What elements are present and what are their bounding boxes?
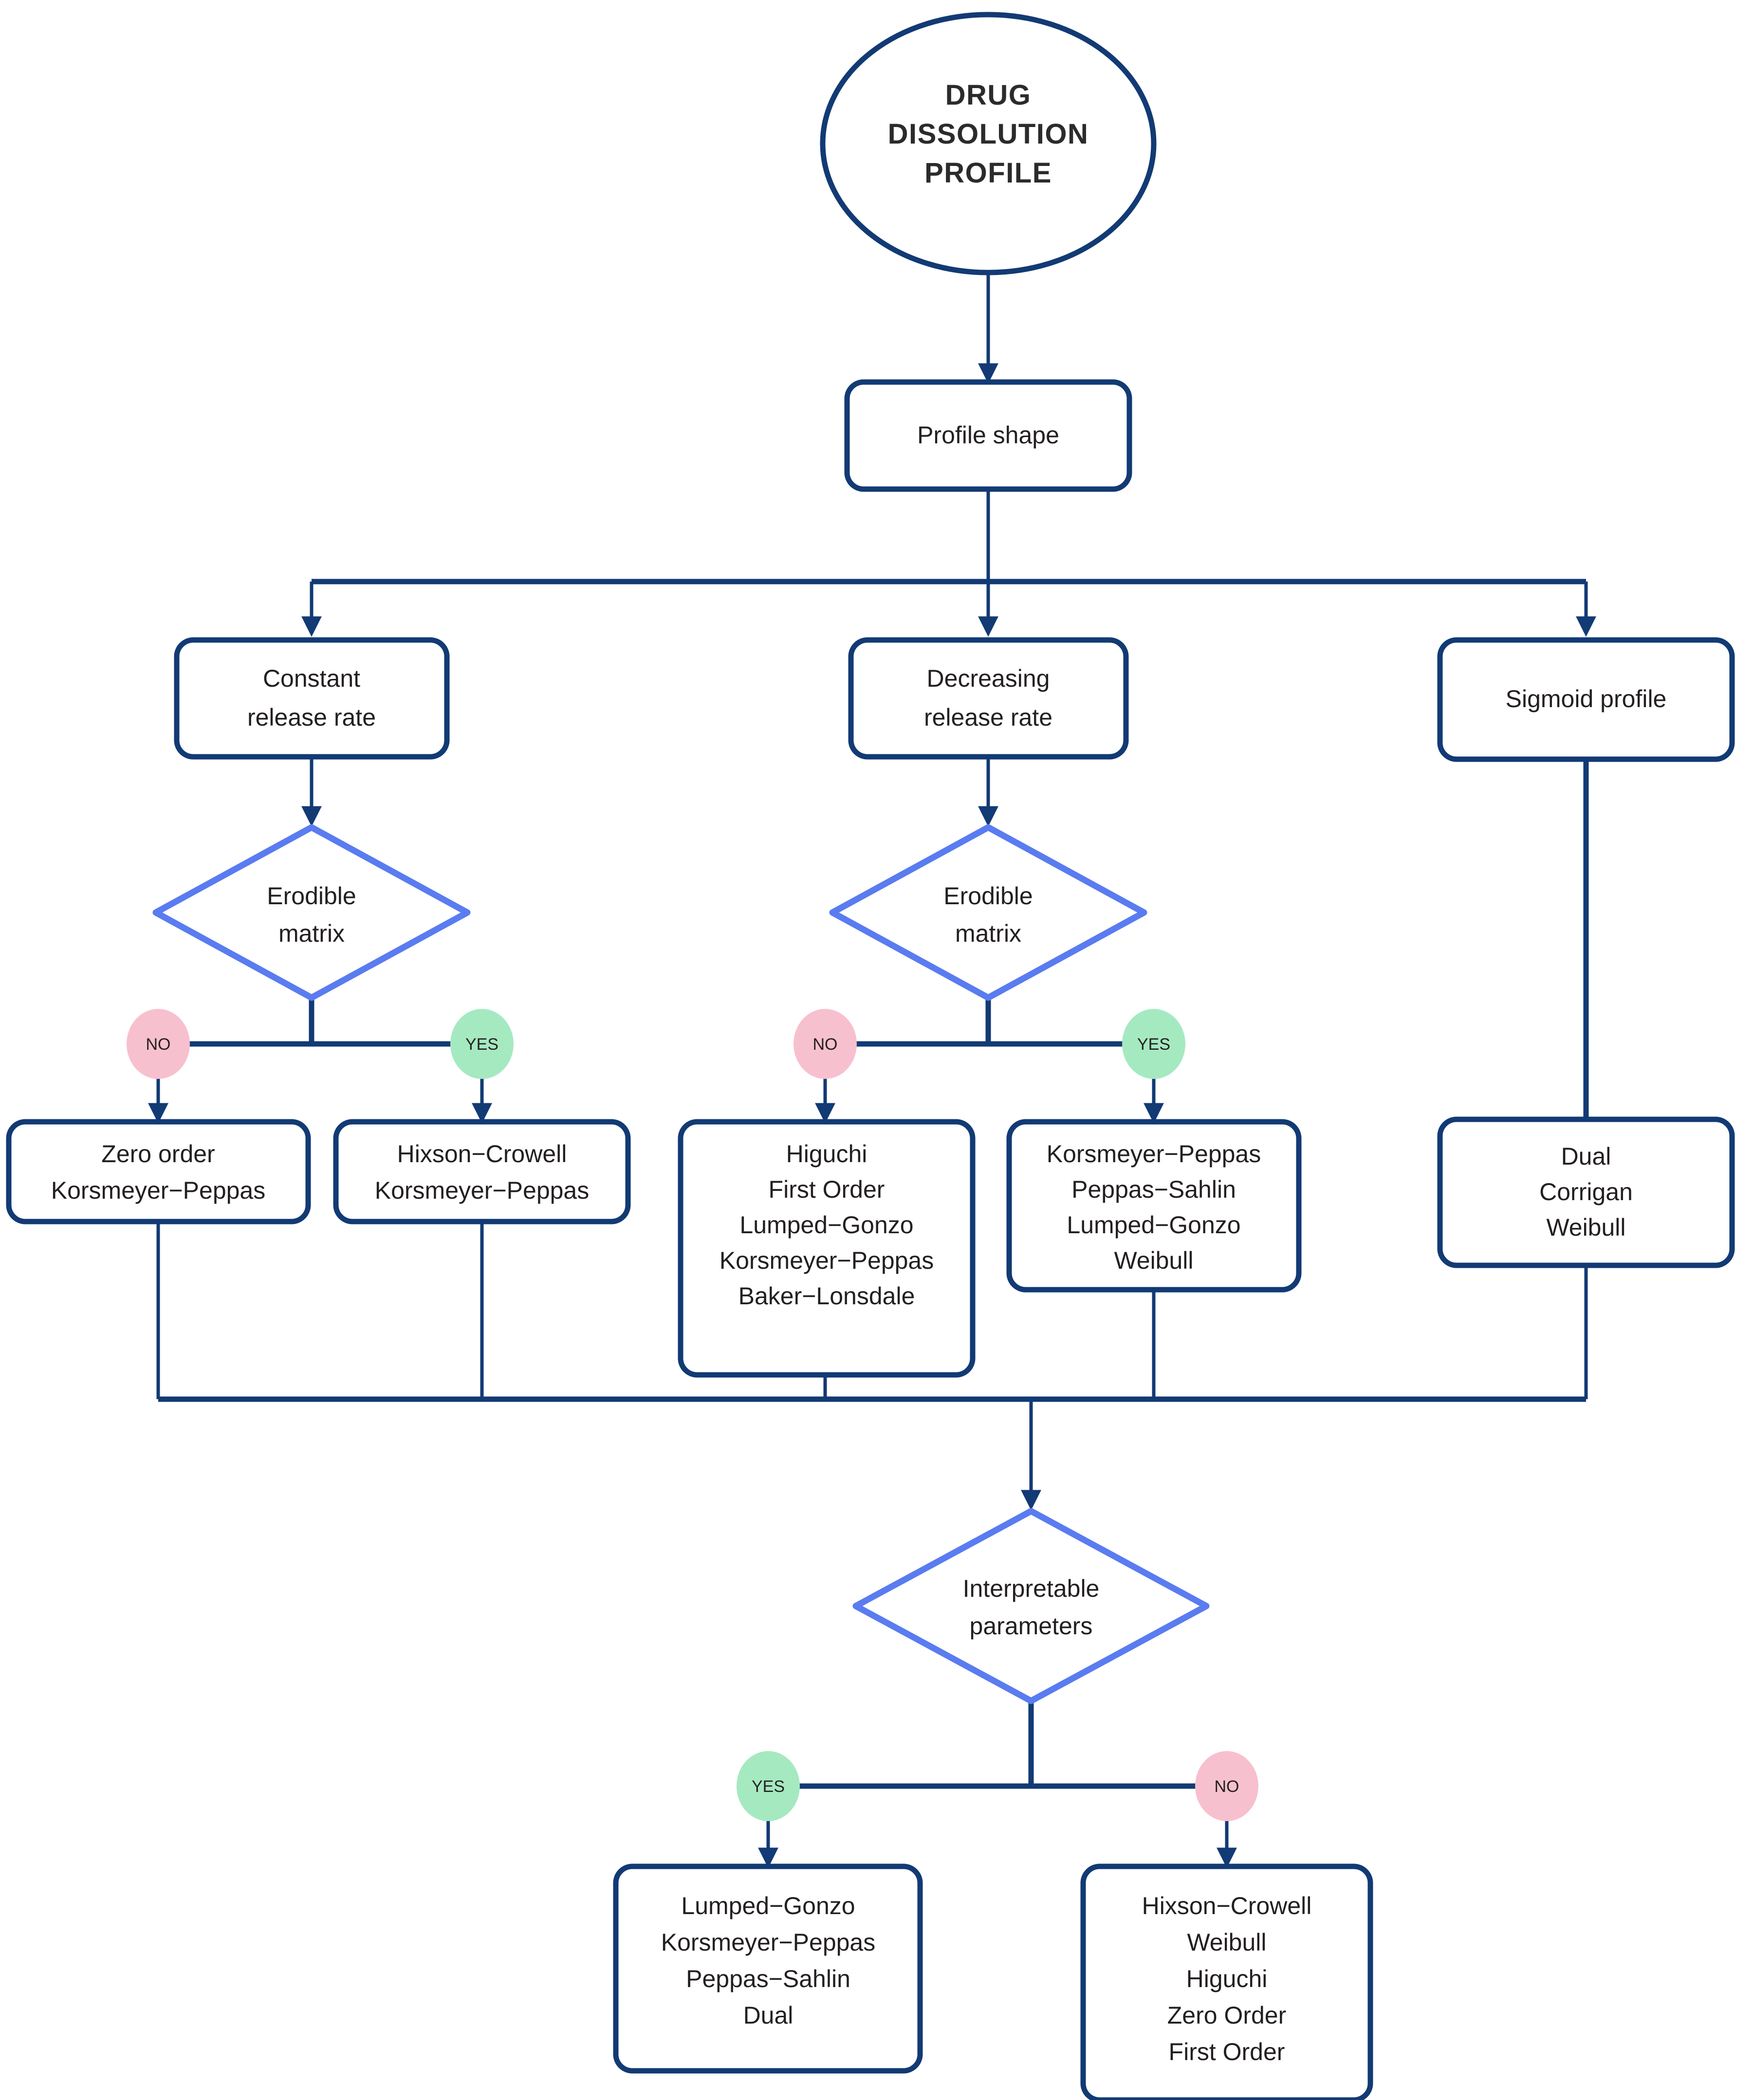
outcome-decreasing-no[interactable]: Higuchi First Order Lumped−Gonzo Korsmey… bbox=[678, 1119, 976, 1378]
outcome-interpretable-no-model-5: First Order bbox=[1169, 2038, 1285, 2065]
outcome-interpretable-yes-model-2: Korsmeyer−Peppas bbox=[661, 1929, 876, 1956]
badge-no-mid[interactable]: NO bbox=[793, 1009, 857, 1079]
decision-erodible-matrix-left[interactable]: Erodible matrix bbox=[152, 824, 471, 1001]
outcome-constant-no-model-2: Korsmeyer−Peppas bbox=[51, 1177, 266, 1204]
outcome-interpretable-yes-model-1: Lumped−Gonzo bbox=[681, 1892, 855, 1919]
outcome-decreasing-yes-model-2: Peppas−Sahlin bbox=[1071, 1176, 1236, 1203]
badge-yes-left[interactable]: YES bbox=[450, 1009, 514, 1079]
decision-mid-line-2: matrix bbox=[955, 920, 1021, 947]
outcome-sigmoid-model-2: Corrigan bbox=[1539, 1178, 1633, 1205]
outcome-interpretable-no[interactable]: Hixson−Crowell Weibull Higuchi Zero Orde… bbox=[1080, 1863, 1373, 2100]
outcome-interpretable-yes-model-4: Dual bbox=[743, 2002, 793, 2029]
badge-no-mid-label: NO bbox=[813, 1035, 838, 1054]
node-sigmoid-profile[interactable]: Sigmoid profile bbox=[1437, 637, 1735, 762]
outcome-decreasing-yes-model-1: Korsmeyer−Peppas bbox=[1047, 1140, 1261, 1168]
outcome-decreasing-no-model-4: Korsmeyer−Peppas bbox=[720, 1247, 934, 1274]
outcome-decreasing-no-model-1: Higuchi bbox=[786, 1140, 867, 1168]
badge-no-left[interactable]: NO bbox=[127, 1009, 190, 1079]
outcome-sigmoid-model-3: Weibull bbox=[1546, 1214, 1625, 1241]
badge-yes-bottom[interactable]: YES bbox=[737, 1751, 800, 1821]
outcome-constant-yes-model-1: Hixson−Crowell bbox=[397, 1140, 567, 1168]
decision-interpretable-parameters[interactable]: Interpretable parameters bbox=[852, 1508, 1210, 1704]
badge-no-left-label: NO bbox=[146, 1035, 171, 1054]
badge-yes-bottom-label: YES bbox=[752, 1777, 785, 1796]
edge-interpretable-split bbox=[758, 1669, 1237, 1868]
node-constant-line-2: release rate bbox=[247, 704, 376, 731]
outcome-sigmoid-model-1: Dual bbox=[1561, 1143, 1611, 1170]
decision-mid-line-1: Erodible bbox=[943, 882, 1033, 910]
outcome-interpretable-yes[interactable]: Lumped−Gonzo Korsmeyer−Peppas Peppas−Sah… bbox=[613, 1863, 923, 2074]
outcome-constant-yes[interactable]: Hixson−Crowell Korsmeyer−Peppas bbox=[333, 1119, 631, 1224]
node-decreasing-line-2: release rate bbox=[924, 704, 1052, 731]
decision-interpretable-line-1: Interpretable bbox=[963, 1575, 1100, 1602]
badge-yes-mid[interactable]: YES bbox=[1122, 1009, 1185, 1079]
outcome-interpretable-no-model-2: Weibull bbox=[1187, 1929, 1266, 1956]
outcome-interpretable-no-model-4: Zero Order bbox=[1167, 2002, 1287, 2029]
edge-merge-bus bbox=[156, 1197, 1588, 1511]
decision-interpretable-line-2: parameters bbox=[970, 1612, 1093, 1640]
badge-no-bottom[interactable]: NO bbox=[1195, 1751, 1258, 1821]
node-decreasing-line-1: Decreasing bbox=[927, 665, 1050, 692]
node-constant-line-1: Constant bbox=[263, 665, 360, 692]
node-sigmoid-label: Sigmoid profile bbox=[1506, 685, 1667, 712]
outcome-constant-yes-model-2: Korsmeyer−Peppas bbox=[375, 1177, 590, 1204]
outcome-sigmoid[interactable]: Dual Corrigan Weibull bbox=[1437, 1116, 1735, 1268]
start-title-line-1: DRUG bbox=[945, 79, 1032, 111]
decision-left-line-2: matrix bbox=[278, 920, 345, 947]
badge-yes-mid-label: YES bbox=[1137, 1035, 1170, 1054]
outcome-decreasing-yes[interactable]: Korsmeyer−Peppas Peppas−Sahlin Lumped−Go… bbox=[1006, 1119, 1302, 1293]
outcome-decreasing-no-model-5: Baker−Lonsdale bbox=[738, 1282, 915, 1310]
outcome-decreasing-yes-model-4: Weibull bbox=[1114, 1247, 1193, 1274]
outcome-decreasing-no-model-2: First Order bbox=[769, 1176, 885, 1203]
decision-left-line-1: Erodible bbox=[267, 882, 356, 910]
outcome-decreasing-yes-model-3: Lumped−Gonzo bbox=[1067, 1211, 1240, 1239]
badge-no-bottom-label: NO bbox=[1215, 1777, 1239, 1796]
node-decreasing-release-rate[interactable]: Decreasing release rate bbox=[848, 637, 1129, 760]
outcome-interpretable-no-model-3: Higuchi bbox=[1186, 1965, 1268, 1992]
outcome-constant-no[interactable]: Zero order Korsmeyer−Peppas bbox=[6, 1119, 311, 1224]
decision-erodible-matrix-mid[interactable]: Erodible matrix bbox=[829, 824, 1147, 1001]
start-title-line-3: PROFILE bbox=[924, 157, 1052, 189]
edge-profile-shape-to-bus bbox=[301, 489, 1596, 637]
start-node-drug-dissolution-profile[interactable]: DRUG DISSOLUTION PROFILE bbox=[820, 12, 1157, 275]
node-constant-release-rate[interactable]: Constant release rate bbox=[174, 637, 450, 760]
outcome-constant-no-model-1: Zero order bbox=[101, 1140, 215, 1168]
badge-yes-left-label: YES bbox=[465, 1035, 498, 1054]
node-profile-shape-label: Profile shape bbox=[917, 421, 1059, 449]
node-profile-shape[interactable]: Profile shape bbox=[844, 379, 1132, 492]
start-title-line-2: DISSOLUTION bbox=[888, 118, 1089, 150]
outcome-interpretable-yes-model-3: Peppas−Sahlin bbox=[686, 1965, 850, 1992]
outcome-interpretable-no-model-1: Hixson−Crowell bbox=[1142, 1892, 1312, 1919]
outcome-decreasing-no-model-3: Lumped−Gonzo bbox=[739, 1211, 913, 1239]
